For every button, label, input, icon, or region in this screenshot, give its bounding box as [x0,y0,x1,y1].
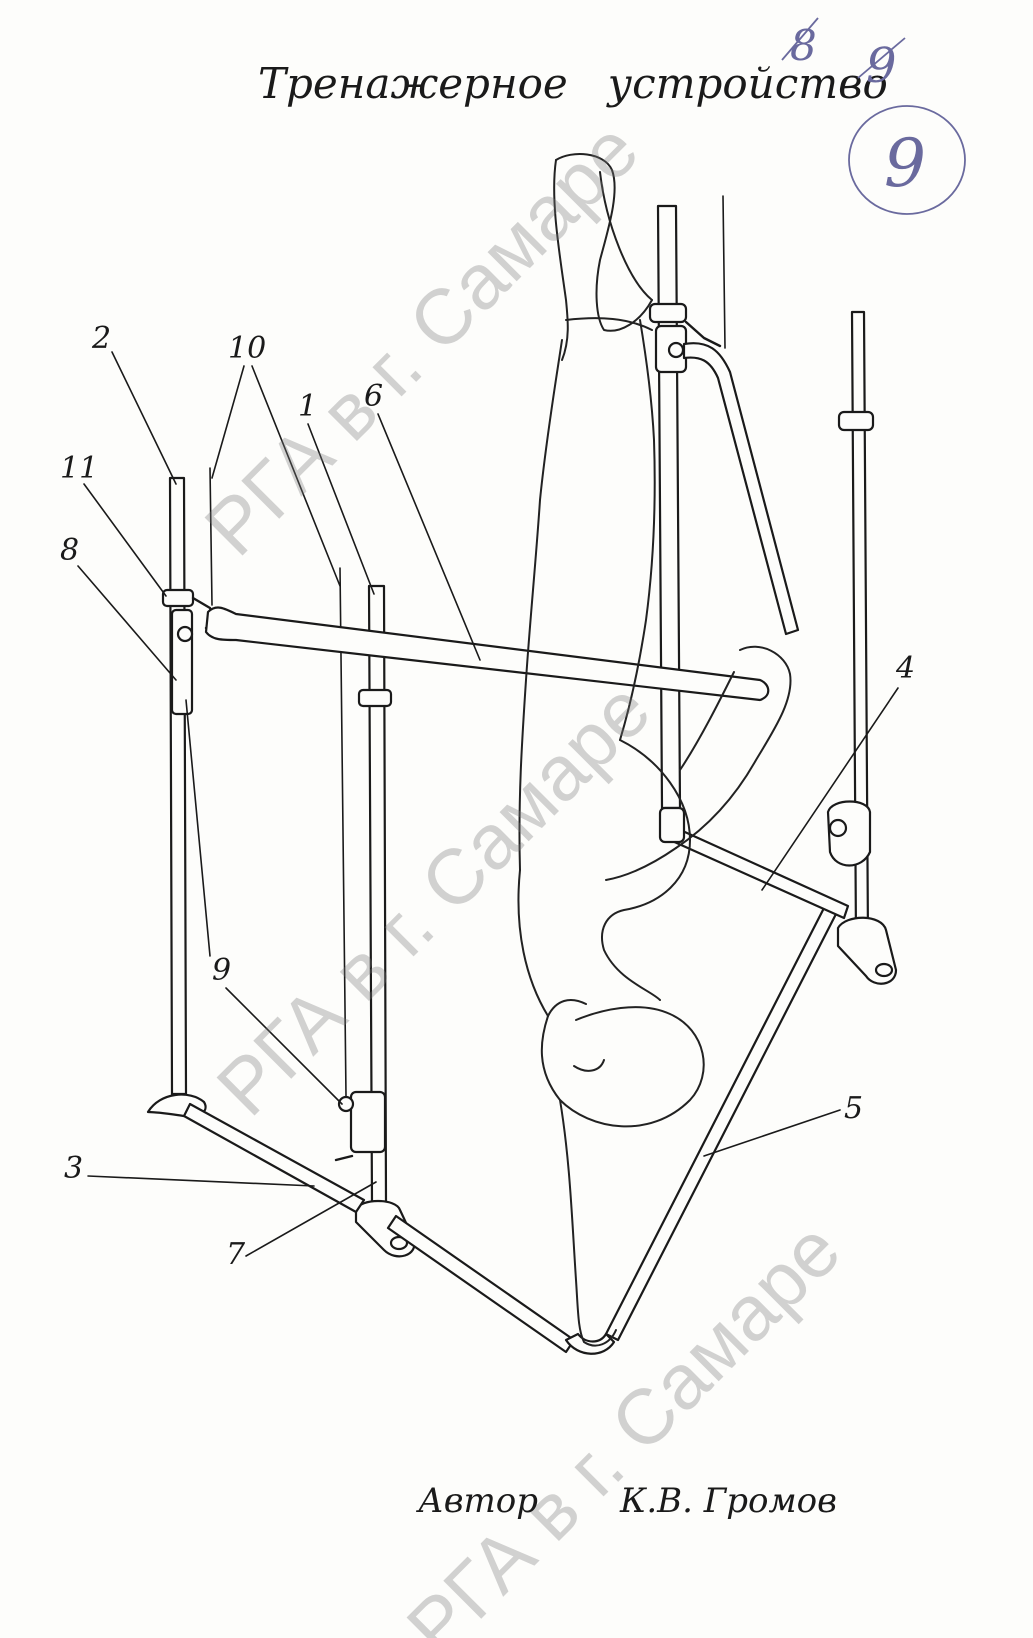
callout-6: 6 [364,379,383,414]
collar-11 [161,588,195,608]
rail-3 [182,1102,366,1214]
post-2 [168,476,188,1096]
clamp-7 [349,1090,387,1154]
rail-4 [668,826,850,920]
callout-3: 3 [64,1151,83,1186]
callout-5: 5 [844,1091,863,1126]
gymnast-figure [517,153,792,1347]
post-rear-right [656,204,682,810]
author-label: Автор [416,1481,538,1521]
callout-9: 9 [212,953,231,988]
page-mark-crossed-second: 9 [866,38,897,94]
author-name: К.В. Громов [619,1481,837,1521]
clamp-8 [170,608,194,716]
callouts: 2 10 1 6 11 8 9 4 5 3 7 [60,321,915,1272]
page-mark-circled: 9 [884,125,926,202]
callout-11: 11 [60,451,98,486]
callout-7: 7 [226,1237,246,1272]
page-number-marks: 8 9 9 [781,17,966,215]
collar-1 [357,688,393,708]
collar-rear-right-top [648,302,688,324]
callout-8: 8 [60,533,79,568]
page-mark-circle [848,105,966,215]
watermark-2: РГА в г. Самаре [200,665,667,1132]
bar-6 [204,606,770,702]
callout-10: 10 [228,331,266,366]
bar-rear-slant [682,342,800,636]
drawing-title: Тренажерное устройство [258,59,888,108]
collar-far-right [837,410,875,432]
rail-bottom-diag [386,1214,576,1354]
apparatus [146,195,898,1355]
callout-2: 2 [91,321,111,356]
callout-1: 1 [298,389,317,424]
callout-4: 4 [895,651,915,686]
